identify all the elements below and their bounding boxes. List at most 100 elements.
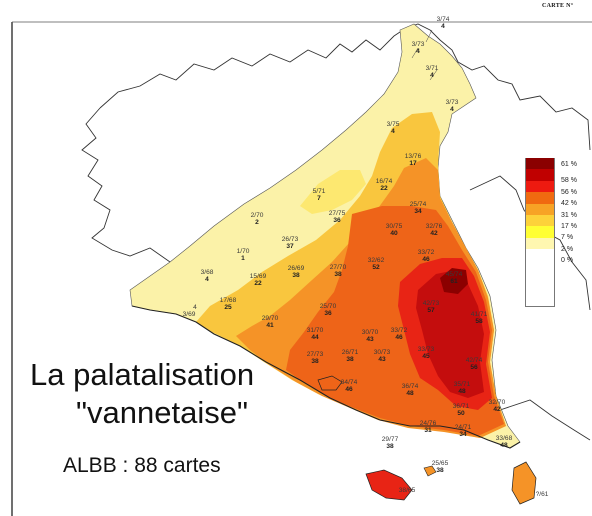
commune-percent: 36 bbox=[324, 310, 332, 317]
commune-ratio: 29/70 bbox=[262, 315, 279, 322]
commune-ratio: 27/75 bbox=[329, 210, 346, 217]
legend-swatch bbox=[525, 237, 555, 250]
isogloss-zones bbox=[129, 23, 521, 449]
commune-ratio: 42/74 bbox=[466, 357, 483, 364]
legend-swatch bbox=[525, 158, 555, 170]
commune-ratio: 32/76 bbox=[426, 223, 443, 230]
commune-ratio: 24/76 bbox=[420, 420, 437, 427]
commune-percent: 48 bbox=[406, 390, 414, 397]
zone-61-percent bbox=[440, 268, 468, 294]
commune-ratio: 36/74 bbox=[402, 383, 419, 390]
commune-percent: 7 bbox=[317, 195, 321, 202]
commune-ratio: 3/73 bbox=[446, 99, 459, 106]
commune-ratio: ?/61 bbox=[536, 491, 549, 498]
commune-percent: 4 bbox=[441, 23, 445, 30]
legend-row: 17 % bbox=[525, 214, 591, 230]
commune-percent: 36 bbox=[333, 217, 341, 224]
commune-percent: 22 bbox=[380, 185, 388, 192]
commune-percent: 43 bbox=[378, 356, 386, 363]
commune-ratio: 36/71 bbox=[453, 403, 470, 410]
commune-ratio: 25/70 bbox=[320, 303, 337, 310]
commune-percent: 40 bbox=[390, 230, 398, 237]
commune-ratio: 5/71 bbox=[313, 188, 326, 195]
legend-row: 2 % bbox=[525, 237, 591, 253]
commune-ratio: 33/73 bbox=[418, 346, 435, 353]
legend-label: 7 % bbox=[561, 234, 574, 242]
island-groix bbox=[317, 375, 343, 391]
commune-ratio: 13/76 bbox=[405, 153, 422, 160]
commune-ratio: 33/68 bbox=[496, 435, 513, 442]
commune-ratio: 2/70 bbox=[251, 212, 264, 219]
commune-percent: 38 bbox=[386, 443, 394, 450]
legend-swatch bbox=[525, 214, 555, 227]
commune-percent: 56 bbox=[470, 364, 478, 371]
commune-percent: 37 bbox=[286, 243, 294, 250]
commune-percent: 1 bbox=[241, 255, 245, 262]
commune-percent: 34 bbox=[459, 431, 467, 438]
commune-ratio: 15/69 bbox=[250, 273, 267, 280]
commune-percent: 4 bbox=[416, 48, 420, 55]
commune-percent: 45 bbox=[422, 353, 430, 360]
commune-percent: 4 bbox=[391, 128, 395, 135]
zone-58-percent bbox=[416, 270, 484, 398]
legend-swatch bbox=[525, 192, 555, 204]
land-outline-west bbox=[81, 107, 183, 269]
commune-ratio: 31/70 bbox=[307, 327, 324, 334]
commune-percent: 46 bbox=[395, 334, 403, 341]
commune-percent: 2 bbox=[255, 219, 259, 226]
legend-swatch bbox=[525, 203, 555, 215]
commune-percent: 46 bbox=[422, 256, 430, 263]
commune-ratio: 3/73 bbox=[412, 41, 425, 48]
commune-ratio: 32/70 bbox=[489, 399, 506, 406]
legend-row: 7 % bbox=[525, 226, 591, 241]
legend: 61 %58 %56 %42 %31 %17 %7 %2 %0 % bbox=[525, 158, 591, 308]
legend-label: 56 % bbox=[561, 188, 577, 196]
commune-ratio: 33/72 bbox=[418, 249, 435, 256]
commune-ratio: 3/69 bbox=[183, 311, 196, 318]
commune-ratio: 3/74 bbox=[437, 16, 450, 23]
commune-ratio: 26/69 bbox=[288, 265, 305, 272]
commune-ratio: 33/72 bbox=[391, 327, 408, 334]
carte-number-label: CARTE N° bbox=[542, 3, 574, 9]
legend-swatch bbox=[525, 226, 555, 238]
commune-ratio: 4 bbox=[193, 304, 197, 311]
commune-percent: 38 bbox=[292, 272, 300, 279]
commune-ratio: 26/73 bbox=[282, 236, 299, 243]
legend-row: 42 % bbox=[525, 192, 591, 207]
commune-ratio: 26/71 bbox=[342, 349, 359, 356]
commune-percent: 50 bbox=[457, 410, 465, 417]
commune-ratio: 16/74 bbox=[376, 178, 393, 185]
zone-7-percent bbox=[300, 170, 366, 214]
commune-ratio: 35/71 bbox=[454, 381, 471, 388]
commune-percent: 57 bbox=[427, 307, 435, 314]
map-title-line2: "vannetaise" bbox=[76, 395, 248, 430]
commune-percent: 38 bbox=[346, 356, 354, 363]
commune-percent: 42 bbox=[430, 230, 438, 237]
commune-ratio: 34/74 bbox=[341, 379, 358, 386]
legend-label: 61 % bbox=[561, 161, 577, 168]
commune-labels: 3/7443/7343/7143/7343/75413/761716/74225… bbox=[183, 16, 549, 498]
islands bbox=[317, 375, 537, 505]
legend-row-blank bbox=[525, 261, 591, 308]
commune-ratio: 30/73 bbox=[374, 349, 391, 356]
commune-percent: 31 bbox=[424, 427, 432, 434]
island-houat bbox=[423, 465, 437, 477]
commune-ratio: 3/75 bbox=[387, 121, 400, 128]
commune-ratio: 41/71 bbox=[471, 311, 488, 318]
commune-ratio: 30/75 bbox=[386, 223, 403, 230]
legend-label: 0 % bbox=[561, 257, 574, 265]
commune-percent: 38 bbox=[436, 467, 444, 474]
commune-percent: 44 bbox=[311, 334, 319, 341]
map-title-line1: La palatalisation bbox=[30, 357, 255, 392]
legend-label: 31 % bbox=[561, 211, 577, 219]
legend-label: 17 % bbox=[561, 222, 577, 230]
legend-label: 2 % bbox=[561, 245, 574, 253]
commune-percent: 25 bbox=[224, 304, 232, 311]
commune-percent: 4 bbox=[450, 106, 454, 113]
commune-ratio: 3/68 bbox=[201, 269, 214, 276]
commune-ratio: 45/74 bbox=[446, 271, 463, 278]
commune-ratio: 24/71 bbox=[455, 424, 472, 431]
commune-ratio: 25/65 bbox=[432, 460, 449, 467]
